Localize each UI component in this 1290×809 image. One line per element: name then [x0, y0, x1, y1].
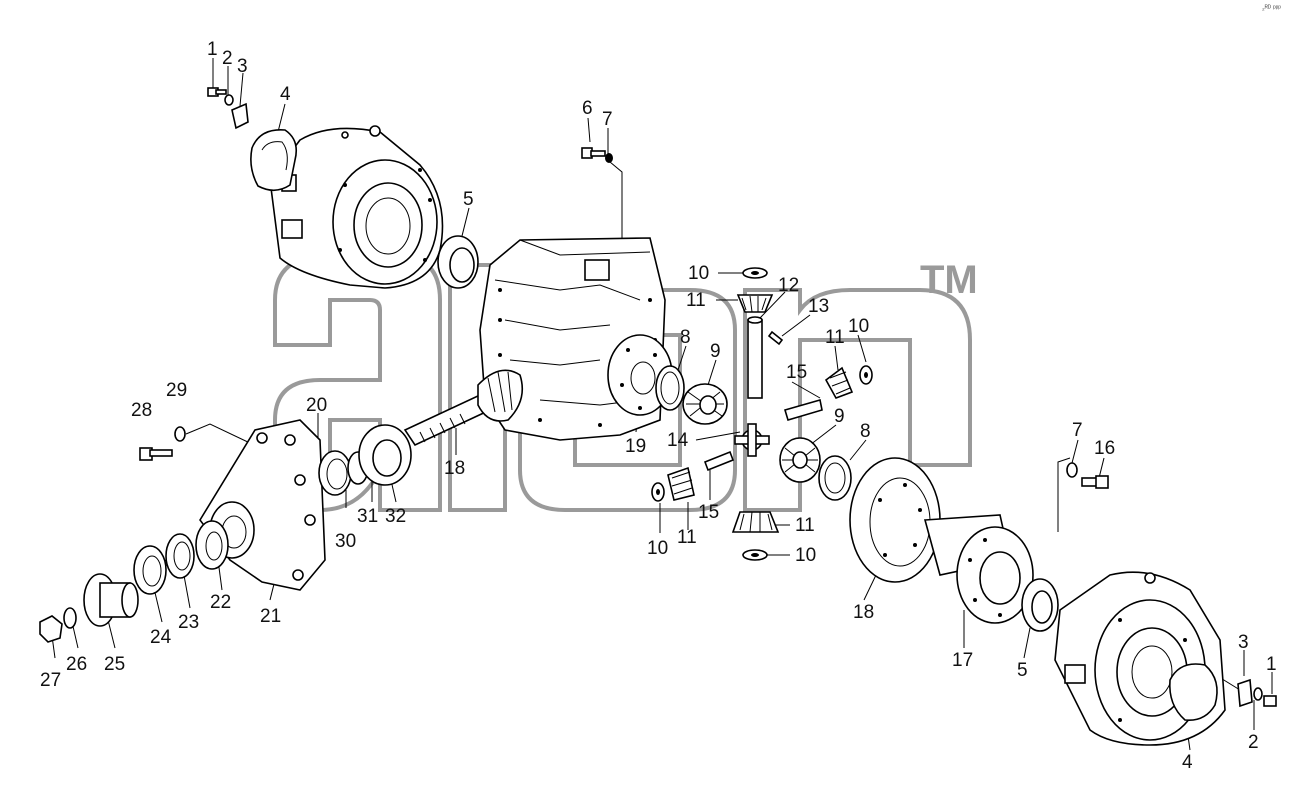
- label-part-11: 11: [677, 527, 697, 548]
- label-part-4: 4: [280, 84, 291, 105]
- bolt-top-left: [207, 87, 227, 97]
- label-part-7: 7: [602, 109, 613, 130]
- seal-24: [133, 545, 167, 595]
- washer-26: [63, 607, 77, 629]
- label-part-8: 8: [680, 327, 691, 348]
- washer-10-right: [859, 365, 873, 385]
- label-part-9: 9: [834, 406, 845, 427]
- pin-15-lower: [703, 450, 735, 472]
- lock-plate-top-left: [231, 102, 249, 130]
- washer-10-left: [651, 482, 665, 502]
- label-part-3: 3: [1238, 632, 1249, 653]
- label-part-18: 18: [444, 458, 465, 479]
- label-part-9: 9: [710, 341, 721, 362]
- watermark-trademark: TM: [920, 258, 978, 302]
- washer-10-bottom: [742, 549, 768, 561]
- label-part-12: 12: [778, 275, 799, 296]
- label-part-29: 29: [166, 380, 187, 401]
- label-part-8: 8: [860, 421, 871, 442]
- label-part-17: 17: [952, 650, 973, 671]
- label-part-4: 4: [1182, 752, 1193, 773]
- differential-case-17: [923, 514, 1034, 624]
- label-part-27: 27: [40, 670, 61, 691]
- label-part-1: 1: [207, 39, 218, 60]
- side-gear-9-right: [779, 437, 821, 483]
- washer-right: [1253, 687, 1263, 701]
- label-part-15: 15: [698, 502, 719, 523]
- spider-gear-11-right: [824, 366, 854, 399]
- label-part-5: 5: [1017, 660, 1028, 681]
- label-part-10: 10: [795, 545, 816, 566]
- bolt-right: [1263, 695, 1277, 707]
- washer-top-left: [224, 94, 234, 106]
- washer-10-top: [742, 267, 768, 279]
- cross-shaft-12: [747, 316, 763, 399]
- pinion-shaft-18: [403, 369, 524, 447]
- label-part-23: 23: [178, 612, 199, 633]
- locking-ring-right: [1168, 663, 1218, 722]
- label-part-28: 28: [131, 400, 152, 421]
- label-part-22: 22: [210, 592, 231, 613]
- bolt-16: [1081, 475, 1109, 489]
- thrust-washer-8-left: [655, 365, 685, 411]
- locking-ring-left: [250, 129, 298, 192]
- bearing-cup-right: [1021, 578, 1059, 632]
- pinion-carrier-21: [199, 419, 326, 591]
- spider-gear-11-top: [736, 294, 774, 313]
- label-part-1: 1: [1266, 654, 1277, 675]
- seal-20: [318, 450, 352, 496]
- lock-plate-right: [1237, 678, 1253, 708]
- bearing-22: [195, 520, 229, 570]
- bolt-28: [139, 447, 173, 461]
- bolt-6: [581, 147, 606, 159]
- washer-7-right: [1066, 462, 1078, 478]
- label-part-13: 13: [808, 296, 829, 317]
- pin-13: [767, 330, 784, 346]
- label-part-3: 3: [237, 56, 248, 77]
- label-part-2: 2: [1248, 732, 1259, 753]
- differential-housing-left: [269, 125, 444, 289]
- label-part-21: 21: [260, 606, 281, 627]
- label-part-20: 20: [306, 395, 327, 416]
- label-part-30: 30: [335, 531, 356, 552]
- label-part-11: 11: [795, 515, 815, 536]
- label-part-10: 10: [848, 316, 869, 337]
- flange-25: [83, 573, 139, 627]
- label-part-10: 10: [688, 263, 709, 284]
- label-part-11: 11: [825, 327, 845, 348]
- label-part-7: 7: [1072, 420, 1083, 441]
- washer-7-top: [605, 153, 613, 163]
- spacer-23: [165, 533, 195, 579]
- label-part-16: 16: [1094, 438, 1115, 459]
- label-part-10: 10: [647, 538, 668, 559]
- label-part-5: 5: [463, 189, 474, 210]
- label-part-2: 2: [222, 48, 233, 69]
- washer-29: [174, 426, 186, 442]
- label-part-11: 11: [686, 290, 706, 311]
- thrust-washer-8-right: [818, 455, 852, 501]
- label-part-32: 32: [385, 506, 406, 527]
- spider-cross-14: [734, 423, 770, 457]
- bearing-32: [358, 424, 412, 486]
- side-gear-9-left: [682, 383, 728, 425]
- bearing-cup-left: [437, 235, 479, 289]
- label-part-6: 6: [582, 98, 593, 119]
- label-part-25: 25: [104, 654, 125, 675]
- spider-gear-11-left: [667, 466, 695, 501]
- spider-gear-11-bottom: [731, 511, 780, 533]
- part-number-labels: 1 2 3 4 5 6 7 10 11 12 13 11 10 8 9 15 9…: [40, 39, 1277, 773]
- label-part-19: 19: [625, 436, 646, 457]
- pin-15-upper: [784, 398, 823, 421]
- label-part-24: 24: [150, 627, 172, 648]
- diagram-code: ₂ᴿᴰ ᵖᵖᵖ: [1262, 5, 1281, 12]
- label-part-14: 14: [667, 430, 689, 451]
- label-part-15: 15: [786, 362, 807, 383]
- label-part-31: 31: [357, 506, 378, 527]
- label-part-26: 26: [66, 654, 87, 675]
- label-part-18: 18: [853, 602, 874, 623]
- nut-27: [39, 615, 63, 643]
